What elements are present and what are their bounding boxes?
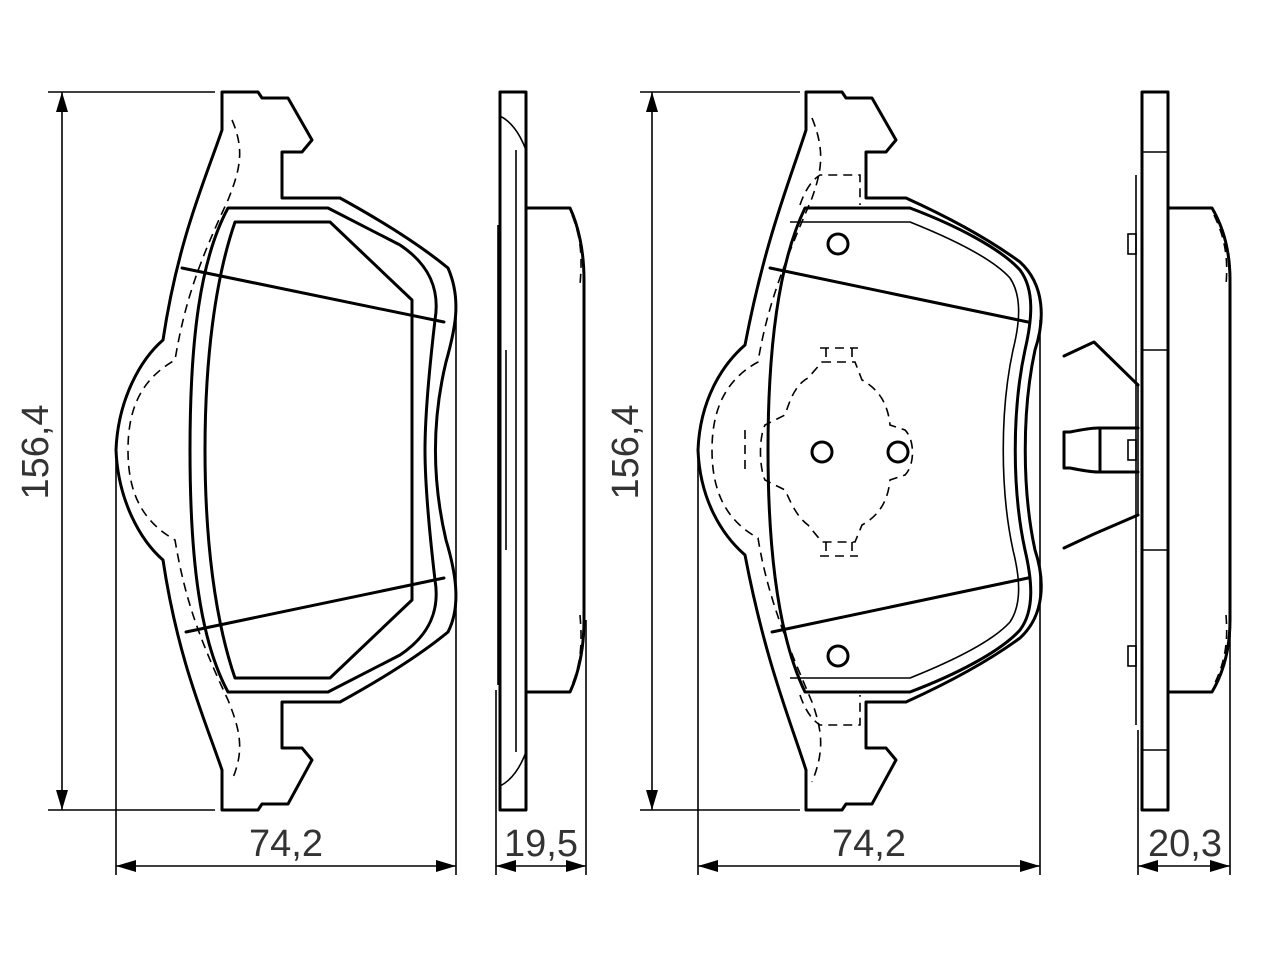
pad-b-side-rivet-top bbox=[1127, 233, 1137, 255]
pad-b-thickness-label: 20,3 bbox=[1148, 823, 1222, 865]
pad-a-side-backing bbox=[498, 90, 528, 812]
pad-a-width-label: 74,2 bbox=[249, 823, 323, 865]
pad-b-hole-right bbox=[886, 440, 910, 464]
pad-b-hole-center bbox=[810, 440, 834, 464]
pad-a-width-arrow-right bbox=[436, 860, 456, 872]
pad-b-side-friction bbox=[1166, 206, 1232, 694]
pad-b-side-friction-hidden bbox=[1213, 214, 1228, 686]
pad-a-chamfer-bottom bbox=[184, 576, 446, 634]
pad-b-width-arrow-left bbox=[698, 860, 718, 872]
pad-b-side-view: 20,3 bbox=[1062, 90, 1232, 875]
pad-b-side-rivet-mid bbox=[1127, 439, 1137, 461]
pad-b-sensor-tab-bottom bbox=[820, 542, 858, 557]
pad-b-ear-bottom-hidden bbox=[799, 694, 861, 726]
pad-b-plate-hidden-edge bbox=[711, 117, 822, 783]
pad-b-chamfer-bottom bbox=[770, 576, 1030, 634]
pad-b-spring-clip bbox=[1062, 340, 1140, 550]
pad-a-side-view: 19,5 bbox=[495, 90, 587, 875]
pad-b-spring-tab bbox=[1062, 426, 1140, 474]
pad-b-thickness-arrow-left bbox=[1138, 860, 1158, 872]
pad-a-chamfer-top bbox=[180, 266, 446, 324]
pad-b-width-label: 74,2 bbox=[832, 823, 906, 865]
pad-a-plate-hidden-edge bbox=[127, 119, 241, 781]
pad-b-ear-top-hidden bbox=[799, 174, 861, 206]
pad-b-hole-bottom bbox=[826, 644, 850, 668]
pad-b-chamfer-top bbox=[768, 266, 1030, 324]
pad-a-width-arrow-left bbox=[116, 860, 136, 872]
pad-a-friction-inner bbox=[203, 220, 414, 680]
pad-b-height-arrow-top bbox=[646, 92, 658, 112]
pad-a-side-friction-hidden bbox=[571, 214, 582, 686]
pad-a-height-arrow-top bbox=[56, 92, 68, 112]
pad-b-sensor-tab-top bbox=[820, 347, 858, 362]
pad-b-friction-outer bbox=[766, 206, 1033, 694]
pad-b-sensor-clip-hidden bbox=[759, 361, 914, 543]
pad-a-height-arrow-bottom bbox=[56, 790, 68, 810]
pad-a-side-friction bbox=[524, 206, 586, 694]
pad-a-friction-outer bbox=[188, 206, 438, 694]
pad-a-thickness-arrow-right bbox=[566, 860, 586, 872]
pad-a-side-top-curve bbox=[499, 115, 527, 151]
pad-a-front-view: 156,4 74,2 bbox=[15, 90, 458, 875]
pad-a-thickness-arrow-left bbox=[496, 860, 516, 872]
pad-a-side-bottom-curve bbox=[499, 751, 527, 787]
pad-a-backing-plate bbox=[114, 90, 458, 812]
pad-a-thickness-label: 19,5 bbox=[504, 823, 578, 865]
pad-b-side-backing bbox=[1140, 90, 1170, 812]
pad-a-height-label: 156,4 bbox=[15, 404, 57, 499]
pad-b-friction-edge bbox=[790, 221, 1020, 679]
pad-b-height-label: 156,4 bbox=[605, 404, 647, 499]
pad-b-hole-top bbox=[826, 232, 850, 256]
pad-b-front-view: 156,4 74,2 bbox=[605, 90, 1043, 875]
pad-b-width-arrow-right bbox=[1020, 860, 1040, 872]
pad-b-height-arrow-bottom bbox=[646, 790, 658, 810]
pad-b-thickness-arrow-right bbox=[1210, 860, 1230, 872]
pad-b-side-rivet-bottom bbox=[1127, 645, 1137, 667]
pad-b-backing-plate bbox=[696, 90, 1043, 812]
